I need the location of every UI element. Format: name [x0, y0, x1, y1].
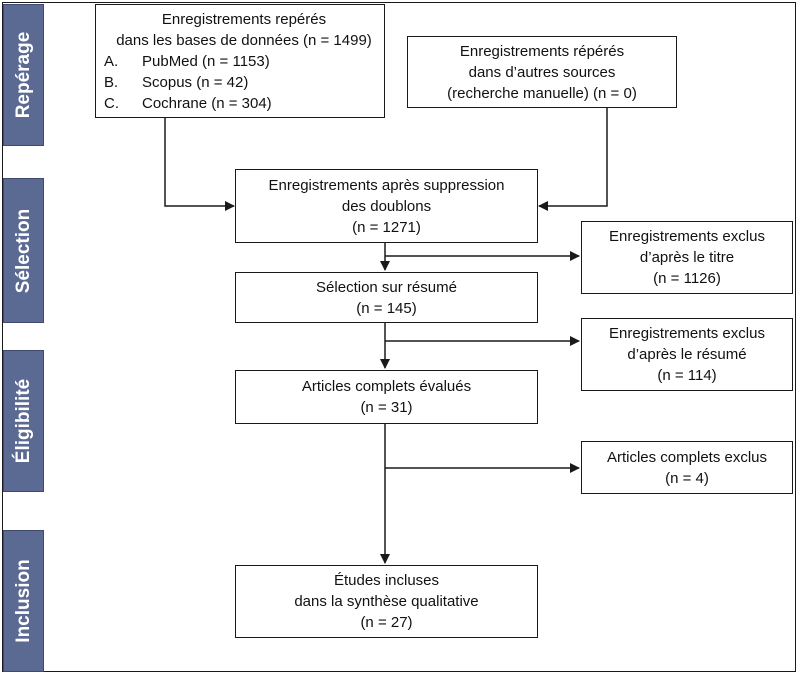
- phase-selection: Sélection: [3, 178, 44, 323]
- box-excluded-full: Articles complets exclus (n = 4): [581, 441, 793, 494]
- box-line: Articles complets évalués: [301, 378, 472, 395]
- box-line: (n = 145): [356, 299, 417, 317]
- list-item-cochrane: C. Cochrane (n = 304): [104, 93, 272, 114]
- list-marker: B.: [104, 73, 119, 91]
- phase-eligibilite: Éligibilité: [3, 350, 44, 492]
- box-other-sources: Enregistrements répérés dans d’autres so…: [407, 36, 677, 108]
- box-line: dans d’autres sources: [468, 63, 616, 81]
- box-line: (n = 4): [665, 469, 709, 487]
- box-line: d’après le titre: [639, 249, 735, 266]
- box-abstract-screening: Sélection sur résumé (n = 145): [235, 272, 538, 323]
- box-line: des doublons: [341, 197, 432, 215]
- list-text: Scopus (n = 42): [142, 73, 249, 91]
- list-marker: C.: [104, 94, 119, 112]
- box-excluded-title: Enregistrements exclus d’après le titre …: [581, 221, 793, 294]
- phase-inclusion: Inclusion: [3, 530, 44, 672]
- box-line: Enregistrements repérés: [161, 10, 327, 28]
- box-line: (n = 114): [657, 367, 717, 384]
- box-line: dans les bases de données (n = 1499): [116, 31, 372, 49]
- box-line: Enregistrements répérés: [459, 42, 625, 60]
- box-line: (n = 27): [360, 614, 413, 631]
- box-line: (n = 1271): [352, 218, 421, 236]
- list-marker: A.: [104, 52, 119, 70]
- phase-reperage: Repérage: [3, 4, 44, 146]
- box-line: (recherche manuelle) (n = 0): [447, 84, 637, 102]
- list-item-scopus: B. Scopus (n = 42): [104, 72, 248, 93]
- arrow-databases-to-duplicates: [164, 117, 235, 211]
- box-excluded-abstract: Enregistrements exclus d’après le résumé…: [581, 318, 793, 391]
- box-line: (n = 31): [360, 399, 413, 416]
- arrow-other-to-duplicates: [538, 108, 608, 211]
- box-line: dans la synthèse qualitative: [294, 593, 479, 610]
- box-line: Enregistrements exclus: [609, 325, 765, 342]
- box-line: d’après le résumé: [627, 346, 747, 363]
- box-line: Enregistrements exclus: [609, 228, 765, 245]
- box-line: Sélection sur résumé: [316, 278, 457, 296]
- box-full-text: Articles complets évalués (n = 31): [235, 370, 538, 424]
- list-text: PubMed (n = 1153): [142, 52, 270, 70]
- box-after-duplicates: Enregistrements après suppression des do…: [235, 169, 538, 243]
- box-line: Enregistrements après suppression: [268, 176, 505, 194]
- box-included: Études incluses dans la synthèse qualita…: [235, 565, 538, 638]
- box-databases: Enregistrements repérés dans les bases d…: [95, 4, 385, 118]
- box-line: Articles complets exclus: [606, 448, 768, 466]
- list-item-pubmed: A. PubMed (n = 1153): [104, 51, 270, 72]
- list-text: Cochrane (n = 304): [142, 94, 272, 112]
- box-line: (n = 1126): [653, 270, 721, 287]
- box-line: Études incluses: [333, 572, 440, 589]
